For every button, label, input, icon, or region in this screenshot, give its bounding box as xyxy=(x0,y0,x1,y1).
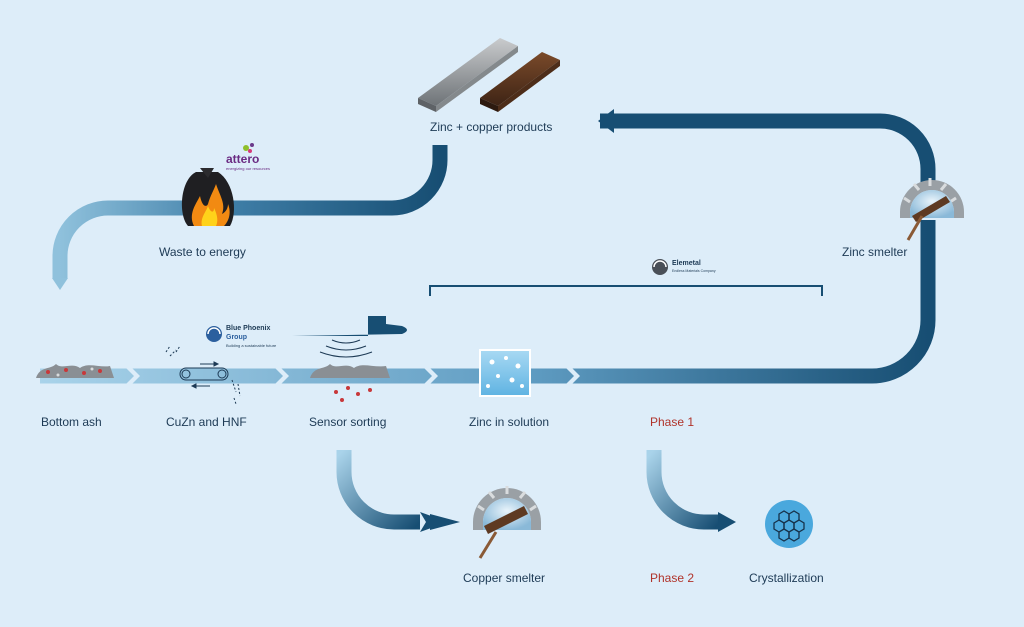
zinc-smelter-icon xyxy=(900,178,964,241)
bottom-ash-icon xyxy=(36,364,114,378)
label-phase-1: Phase 1 xyxy=(650,415,695,429)
elemetal-logo xyxy=(652,259,668,275)
conveyor-icon xyxy=(165,345,241,405)
elemetal-tagline: Endless Materials Company xyxy=(672,269,716,273)
arrowhead-crystallization xyxy=(718,512,736,532)
label-waste-to-energy: Waste to energy xyxy=(159,245,246,259)
blue-phoenix-name: Blue Phoenix xyxy=(226,325,271,332)
label-phase-2: Phase 2 xyxy=(650,571,695,585)
waste-bag-fire-icon xyxy=(181,168,234,226)
label-sensor-sorting: Sensor sorting xyxy=(309,415,387,429)
label-copper-smelter: Copper smelter xyxy=(463,571,546,585)
attero-tagline: energizing our resources xyxy=(226,166,271,171)
label-zinc-copper-products: Zinc + copper products xyxy=(430,120,553,134)
copper-smelter-icon xyxy=(473,486,541,559)
blue-phoenix-logo xyxy=(206,326,222,342)
elemetal-name: Elemetal xyxy=(672,260,701,267)
label-cuzn-hnf: CuZn and HNF xyxy=(166,415,247,429)
attero-logo xyxy=(243,143,254,153)
copper-bar-icon xyxy=(480,52,560,112)
arrow-main-line xyxy=(40,220,936,384)
arrow-to-crystallization xyxy=(646,450,720,530)
arrow-to-copper-smelter xyxy=(336,450,420,530)
sensor-icon xyxy=(292,316,407,402)
elemetal-bracket xyxy=(429,285,823,296)
beaker-icon xyxy=(479,349,531,397)
arrow-zinc-smelter-to-products xyxy=(600,113,936,190)
arrow-products-to-waste xyxy=(52,145,448,278)
line-chevrons xyxy=(126,368,580,384)
label-zinc-smelter: Zinc smelter xyxy=(842,245,908,259)
blue-phoenix-tagline: Building a sustainable future xyxy=(226,343,277,348)
attero-logo-text: attero xyxy=(226,152,260,166)
label-zinc-in-solution: Zinc in solution xyxy=(469,415,550,429)
crystal-icon xyxy=(765,500,813,548)
label-bottom-ash: Bottom ash xyxy=(41,415,102,429)
arrowhead-bottom-ash xyxy=(52,278,68,290)
blue-phoenix-name-2: Group xyxy=(226,334,247,341)
arrowhead-products xyxy=(598,109,614,133)
label-crystallization: Crystallization xyxy=(749,571,824,585)
zinc-bar-icon xyxy=(418,38,518,112)
